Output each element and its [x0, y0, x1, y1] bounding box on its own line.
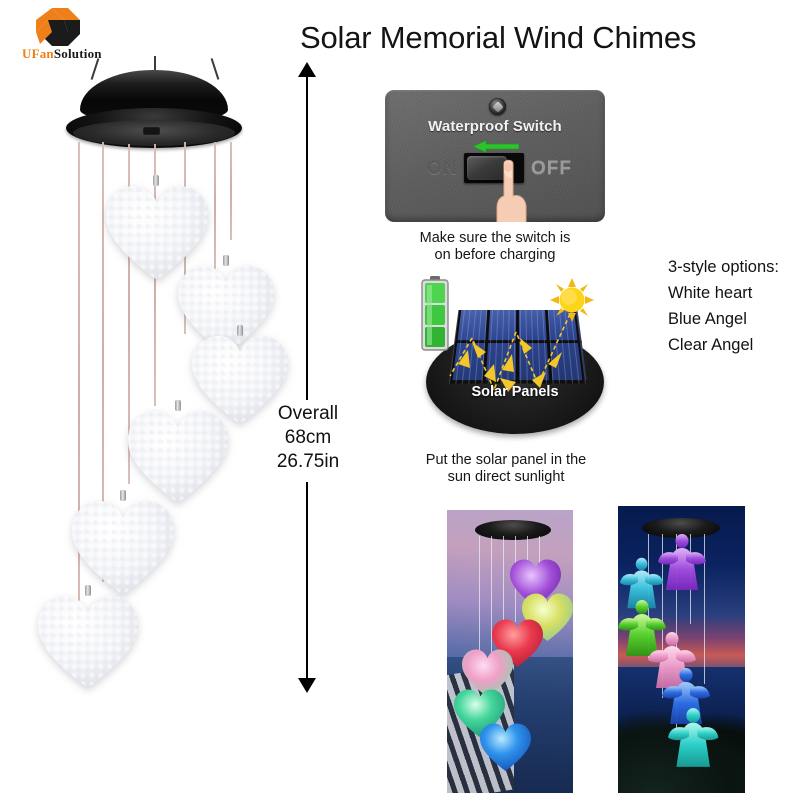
- hanging-string: [78, 142, 80, 662]
- ufan-diamond-logo-icon: [34, 6, 82, 48]
- switch-caption-line2: on before charging: [434, 247, 556, 263]
- heart-cap-icon: [120, 490, 126, 501]
- cap-switch-chip-icon: [143, 127, 160, 135]
- dimension-arrow-head-up-icon: [298, 62, 316, 77]
- main-product-image: [18, 56, 288, 708]
- mini-solar-cap: [642, 518, 720, 538]
- brand-name: UFanSolution: [22, 46, 142, 62]
- mini-hanging-string: [704, 534, 705, 684]
- hanging-string: [214, 142, 216, 270]
- pointing-finger-icon: [493, 156, 527, 222]
- dimension-imperial-text: 26.75in: [276, 451, 340, 472]
- switch-caption: Make sure the switch is on before chargi…: [378, 230, 612, 264]
- heart-diffuser: [70, 490, 176, 598]
- heart-diffuser: [104, 175, 210, 283]
- dimension-overall-text: Overall: [277, 403, 339, 424]
- switch-off-label: OFF: [531, 158, 572, 179]
- lit-heart-chime-photo: [447, 510, 573, 793]
- style-option-white-heart: White heart: [668, 284, 753, 302]
- brand-logo: UFanSolution: [22, 6, 142, 62]
- heart-cap-icon: [237, 325, 243, 336]
- hanging-string: [128, 144, 130, 484]
- mini-hanging-string: [503, 536, 504, 646]
- lit-angel-chime-photo: [618, 506, 745, 793]
- switch-housing[interactable]: [464, 153, 524, 183]
- switch-on-label: ON: [427, 158, 458, 179]
- suspension-wire: [90, 58, 99, 80]
- heart-diffuser: [126, 400, 230, 506]
- dimension-label: Overall 68cm 26.75in: [262, 402, 354, 474]
- solar-caption-line2: sun direct sunlight: [447, 469, 565, 485]
- mini-hanging-string: [479, 536, 480, 656]
- solar-panel-diagram: Solar Panels: [420, 272, 612, 442]
- mini-solar-cap: [475, 520, 551, 540]
- hanging-string: [102, 142, 104, 582]
- solar-caption-line1: Put the solar panel in the: [425, 452, 587, 468]
- style-option-blue-angel: Blue Angel: [668, 310, 747, 328]
- mini-hanging-string: [539, 536, 540, 580]
- brand-name-part2: Solution: [53, 46, 102, 61]
- brand-name-part1: UFan: [22, 46, 54, 61]
- dimension-line-lower: [306, 482, 308, 678]
- energy-flow-arrows-icon: [449, 313, 571, 392]
- phillips-screw-icon: [489, 98, 506, 115]
- heart-cap-icon: [223, 255, 229, 266]
- heart-diffuser: [176, 255, 276, 357]
- waterproof-switch-label: Waterproof Switch: [428, 118, 562, 135]
- waterproof-switch-panel: Waterproof Switch ON OFF: [385, 90, 605, 222]
- lit-hearts-group: [454, 559, 573, 771]
- page-title: Solar Memorial Wind Chimes: [300, 20, 697, 55]
- mini-hanging-string: [491, 536, 492, 686]
- style-options-heading: 3-style options:: [668, 258, 779, 276]
- heart-diffuser: [190, 325, 290, 427]
- solar-caption: Put the solar panel in the sun direct su…: [384, 452, 628, 486]
- suspension-wire: [154, 56, 156, 80]
- battery-charging-icon: [420, 276, 450, 352]
- lit-angels-group: [618, 534, 719, 767]
- style-options-list: 3-style options: White heart Blue Angel …: [668, 254, 798, 358]
- heart-cap-icon: [85, 585, 91, 596]
- dimension-metric-text: 68cm: [284, 427, 332, 448]
- heart-diffuser: [36, 585, 140, 691]
- solar-panels-label: Solar Panels: [471, 384, 559, 400]
- dimension-arrow-head-down-icon: [298, 678, 316, 693]
- style-option-clear-angel: Clear Angel: [668, 336, 754, 354]
- suspension-wire: [210, 58, 219, 80]
- switch-caption-line1: Make sure the switch is: [419, 230, 571, 246]
- dimension-line-upper: [306, 75, 308, 400]
- green-left-arrow-icon: [472, 139, 520, 154]
- heart-cap-icon: [152, 175, 159, 186]
- mini-hanging-string: [662, 534, 663, 698]
- hanging-string: [230, 142, 232, 240]
- switch-rocker[interactable]: [467, 156, 507, 180]
- heart-cap-icon: [175, 400, 181, 411]
